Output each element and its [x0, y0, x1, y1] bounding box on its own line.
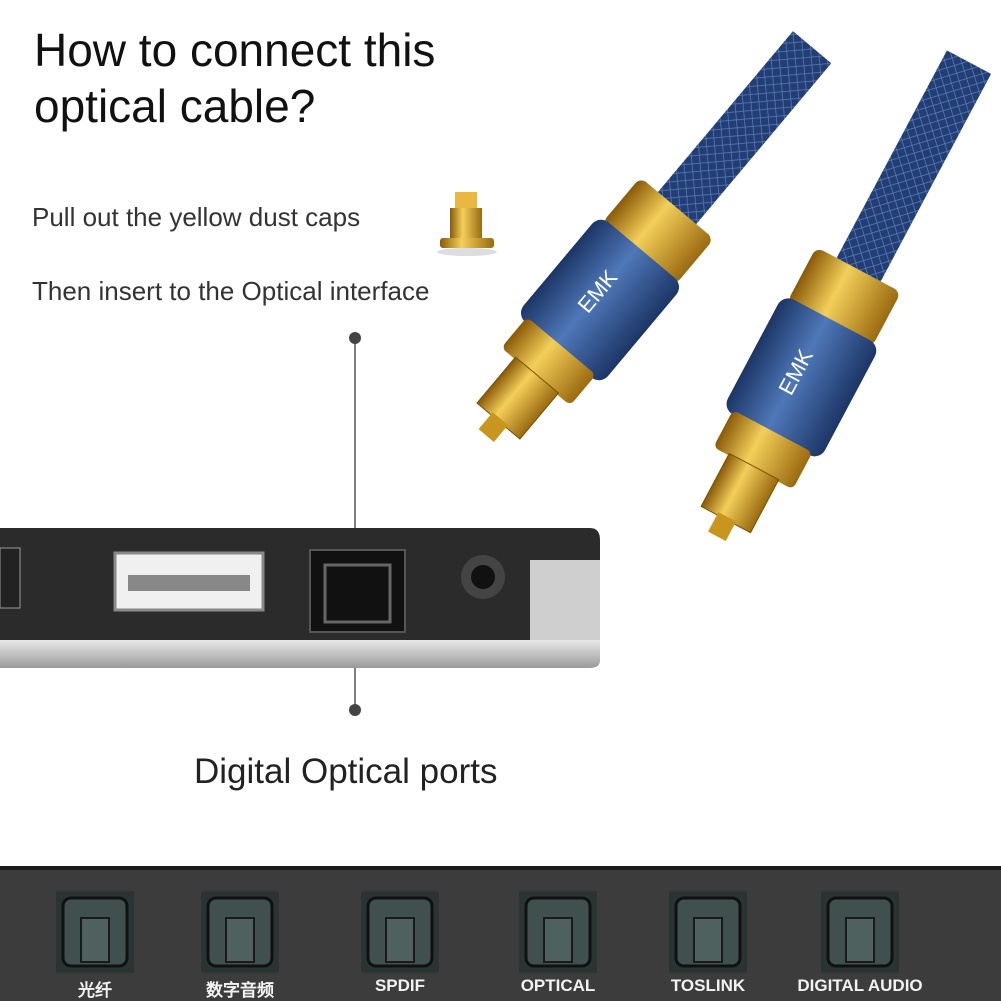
optical-port-icon: [360, 890, 440, 974]
optical-cable-left: EMK: [476, 31, 832, 443]
optical-port-icon: [518, 890, 598, 974]
step-1-text: Pull out the yellow dust caps: [32, 202, 361, 232]
dust-cap-icon: [437, 192, 497, 256]
product-illustration: EMK EMK: [0, 31, 992, 716]
optical-port-icon: [668, 890, 748, 974]
port-name-strip: 光纤 数字音频 SPDIF OPTICAL TOSLINK DIGITAL AU…: [0, 866, 1001, 1001]
optical-port-icon: [55, 890, 135, 974]
port-label: OPTICAL: [520, 976, 596, 995]
optical-port-icon: [820, 890, 900, 974]
optical-port-icon: [200, 890, 280, 974]
optical-port: [309, 549, 406, 633]
step-2-text: Then insert to the Optical interface: [32, 276, 430, 306]
page-title: How to connect this optical cable?: [34, 24, 436, 132]
leader-dot: [349, 704, 361, 716]
port-label: DIGITAL AUDIO: [797, 976, 923, 995]
port-label: 数字音频: [206, 981, 274, 1000]
laptop-side: [0, 528, 600, 668]
leader-dot: [349, 332, 361, 344]
usb-port: [113, 551, 265, 612]
port-label: TOSLINK: [670, 976, 746, 995]
optical-cable-right: EMK: [700, 50, 992, 541]
port-label: 光纤: [78, 981, 112, 1000]
port-label: SPDIF: [374, 976, 426, 995]
ports-caption: Digital Optical ports: [194, 752, 498, 791]
audio-jack: [461, 555, 505, 599]
